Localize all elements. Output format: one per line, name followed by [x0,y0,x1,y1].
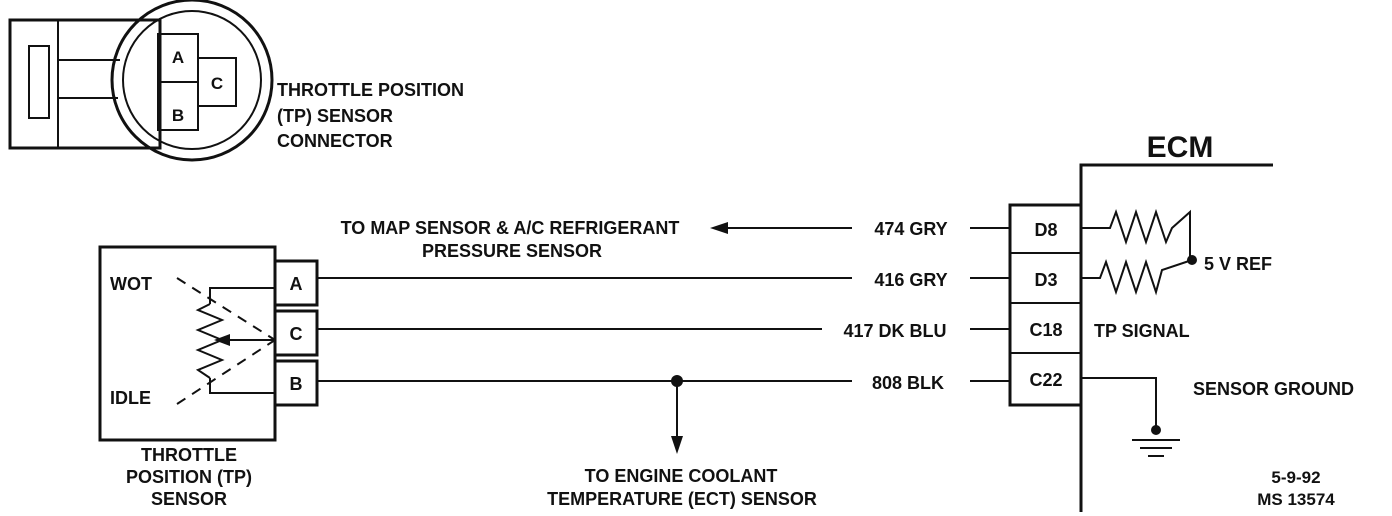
wire-label-808-blk: 808 BLK [872,373,944,393]
tp-caption-line-2: POSITION (TP) [126,467,252,487]
tp-pin-b: B [290,374,303,394]
ref-resistor-d3 [1081,258,1193,296]
ecm-tp-signal-label: TP SIGNAL [1094,321,1190,341]
connector-pin-c-cell [197,57,237,107]
ecm-pin-c22: C22 [1029,370,1062,390]
tp-wiper-arrow [214,334,230,346]
connector-title-line-2: (TP) SENSOR [277,106,393,126]
connector-title-line-1: THROTTLE POSITION [277,80,464,100]
connector-pin-b: B [172,106,184,125]
tp-sensor: A C B WOT IDLE [98,245,319,442]
footer-date: 5-9-92 [1271,468,1320,487]
footer-code: MS 13574 [1257,490,1335,509]
tp-caption-line-1: THROTTLE [141,445,237,465]
wire-808-blk [317,375,1010,454]
connector-body [8,18,162,150]
ecm-pin-d3: D3 [1034,270,1057,290]
tp-pin-b-box [273,359,319,407]
tp-wot-label: WOT [110,274,152,294]
connector-illustration: A B C [8,0,274,162]
ecm-connector: D8 D3 C18 C22 [1008,203,1083,407]
tp-pin-a-box [273,259,319,307]
tp-caption-line-3: SENSOR [151,489,227,509]
connector-latch [28,45,50,119]
wire-label-474-gry: 474 GRY [874,219,947,239]
tp-pin-c: C [290,324,303,344]
map-sensor-label-line-1: TO MAP SENSOR & A/C REFRIGERANT [341,218,680,238]
ecm-5v-ref-network [1081,208,1197,296]
wire-474-gry [710,222,1010,234]
ecm-label: ECM [1147,131,1214,164]
ref-junction-dot [1187,255,1197,265]
ecm-pin-d8: D8 [1034,220,1057,240]
connector-pin-c: C [211,74,223,93]
ecm-pin-c18: C18 [1029,320,1062,340]
ect-arrow [671,436,683,454]
ground-symbol [1081,377,1180,457]
connector-inner-ring [122,10,262,150]
map-sensor-label-line-2: PRESSURE SENSOR [422,241,602,261]
ecm-sensor-ground-label: SENSOR GROUND [1193,379,1354,399]
connector-outer-ring [110,0,274,162]
tp-idle-label: IDLE [110,388,151,408]
ecm-5v-ref-label: 5 V REF [1204,254,1272,274]
wire-label-417-dk-blu: 417 DK BLU [843,321,946,341]
wire-label-416-gry: 416 GRY [874,270,947,290]
connector-pin-a: A [172,48,184,67]
ref-resistor-d8 [1081,208,1191,260]
ect-sensor-label-line-2: TEMPERATURE (ECT) SENSOR [547,489,817,509]
ect-sensor-label-line-1: TO ENGINE COOLANT [585,466,778,486]
connector-title-line-3: CONNECTOR [277,131,393,151]
tp-pin-c-box [273,309,319,357]
tp-pin-a: A [290,274,303,294]
